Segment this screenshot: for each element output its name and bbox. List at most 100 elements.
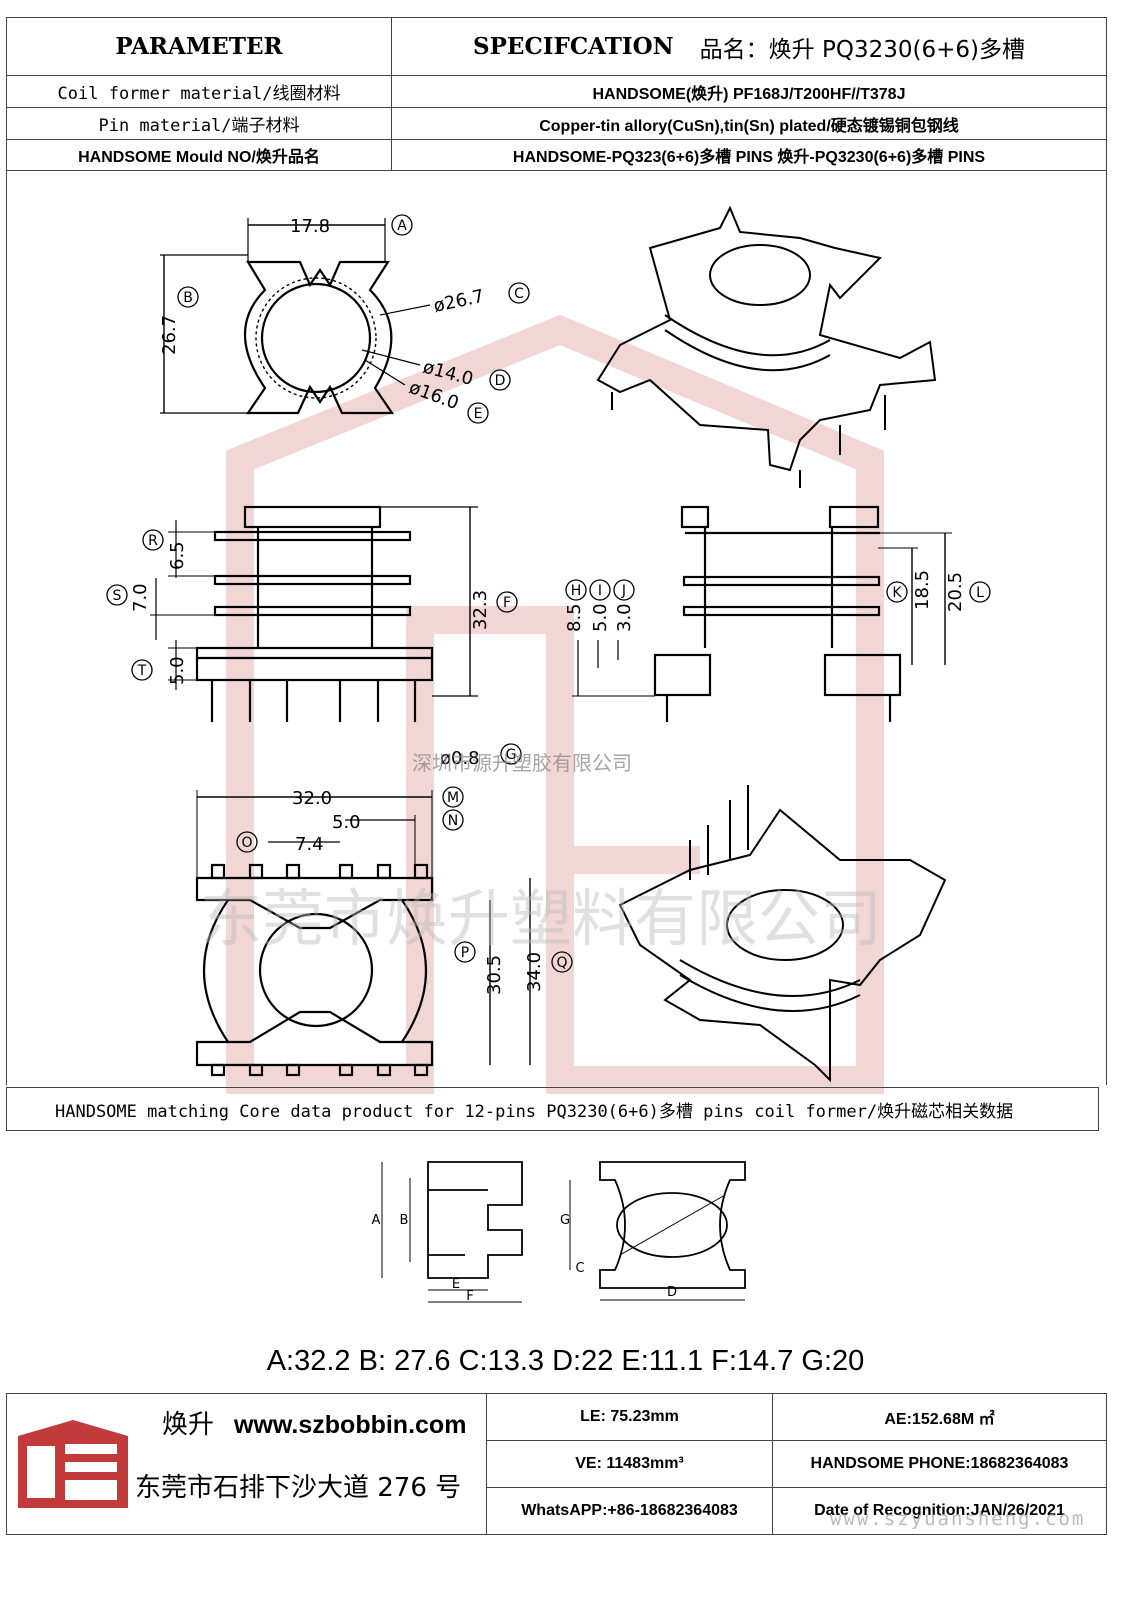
marker-a: A [391, 214, 413, 236]
product-name: 品名：焕升 PQ3230(6+6)多槽 [699, 36, 1025, 63]
brand-logo [13, 1416, 133, 1511]
svg-text:L: L [976, 585, 984, 601]
core-label-d: D [667, 1285, 677, 1300]
watermark-logo-shape [226, 314, 884, 1094]
dim-phi-26-7: ø26.7 [432, 286, 486, 317]
marker-e: E [467, 402, 489, 424]
svg-text:P: P [461, 945, 469, 961]
phone-value: HANDSOME PHONE:18682364083 [810, 1455, 1069, 1472]
watermark-url: www.szyuansheng.com [830, 1508, 1086, 1530]
svg-text:T: T [137, 663, 147, 679]
footer-table: 焕升 www.szbobbin.com 东莞市石排下沙大道 276 号 LE: … [6, 1393, 1107, 1535]
watermark-large-text: 东莞市焕升塑料有限公司 [200, 882, 882, 955]
core-label-e: E [452, 1277, 460, 1292]
svg-text:E: E [474, 406, 483, 422]
dim-5-0-bottom: 5.0 [332, 812, 361, 833]
marker-n: N [442, 809, 464, 831]
core-label-a: A [372, 1213, 381, 1228]
brand-name: 焕升 [162, 1410, 215, 1440]
marker-p: P [454, 941, 476, 963]
core-label-c: C [575, 1261, 584, 1276]
dim-6-5: 6.5 [167, 541, 188, 570]
marker-m: M [442, 786, 464, 808]
dim-18-5: 18.5 [912, 570, 933, 610]
dim-7-0: 7.0 [130, 583, 151, 612]
svg-text:G: G [506, 747, 517, 763]
isometric-view-top [596, 205, 937, 488]
mould-no-label: HANDSOME Mould NO/焕升品名 [78, 149, 320, 166]
marker-b: B [177, 286, 199, 308]
dim-17-8: 17.8 [290, 216, 330, 237]
marker-i: I [589, 579, 611, 601]
le-value: LE: 75.23mm [580, 1408, 679, 1425]
marker-j: J [613, 579, 635, 601]
marker-s: S [106, 584, 128, 606]
svg-text:C: C [514, 286, 524, 302]
core-dimensions: A:32.2 B: 27.6 C:13.3 D:22 E:11.1 F:14.7… [266, 1345, 865, 1377]
svg-text:I: I [598, 583, 602, 599]
core-label-b: B [400, 1213, 409, 1228]
dim-32-0: 32.0 [292, 788, 332, 809]
pin-material-label: Pin material/端子材料 [98, 116, 300, 136]
dim-5-0: 5.0 [167, 656, 188, 685]
svg-text:S: S [113, 588, 122, 604]
dim-8-5: 8.5 [564, 603, 585, 632]
marker-q: Q [551, 951, 573, 973]
dim-phi-0-8: ø0.8 [440, 748, 480, 769]
specification-heading-group: SPECIFCATION 品名：焕升 PQ3230(6+6)多槽 [392, 18, 1106, 75]
marker-h: H [565, 579, 587, 601]
svg-text:K: K [892, 585, 902, 601]
svg-text:B: B [183, 290, 193, 306]
specification-heading: SPECIFCATION [473, 33, 674, 60]
svg-text:R: R [148, 533, 158, 549]
bottom-view-outline [195, 863, 434, 1077]
svg-text:N: N [448, 813, 458, 829]
dim-34-0: 34.0 [524, 952, 545, 992]
dim-3-0: 3.0 [614, 603, 635, 632]
marker-c: C [508, 282, 530, 304]
svg-text:J: J [621, 583, 626, 599]
svg-text:A: A [397, 218, 407, 234]
svg-text:D: D [495, 373, 506, 389]
marker-d: D [489, 369, 511, 391]
marker-t: T [131, 659, 153, 681]
core-drawing: A B E F G C D [372, 1161, 746, 1304]
spec-header-table: PARAMETER SPECIFCATION 品名：焕升 PQ3230(6+6)… [6, 17, 1107, 171]
svg-text:O: O [241, 835, 252, 851]
dim-32-3: 32.3 [470, 590, 491, 630]
side-view-outline [653, 505, 902, 722]
svg-text:H: H [571, 583, 582, 599]
marker-r: R [142, 529, 164, 551]
svg-text:Q: Q [556, 955, 567, 971]
mould-no-value: HANDSOME-PQ323(6+6)多槽 PINS 焕升-PQ3230(6+6… [512, 149, 986, 166]
core-label-f: F [466, 1289, 473, 1304]
whatsapp-value: WhatsAPP:+86-18682364083 [521, 1502, 738, 1519]
top-view-outline [244, 260, 395, 415]
coil-former-material-label: Coil former material/线圈材料 [57, 84, 341, 104]
core-section-title: HANDSOME matching Core data product for … [6, 1087, 1099, 1131]
marker-o: O [236, 831, 258, 853]
core-label-g: G [560, 1213, 570, 1228]
coil-former-material-value: HANDSOME(焕升) PF168J/T200HF//T378J [592, 85, 906, 103]
parameter-heading: PARAMETER [115, 33, 283, 60]
drawing-frame [6, 169, 1107, 1085]
date-of-recognition: Date of Recognition:JAN/26/2021 [814, 1502, 1065, 1519]
dim-5-0-side: 5.0 [590, 603, 611, 632]
website-link[interactable]: www.szbobbin.com [234, 1411, 467, 1439]
marker-l: L [969, 581, 991, 603]
svg-text:F: F [503, 595, 511, 611]
marker-k: K [886, 581, 908, 603]
address: 东莞市石排下沙大道 276 号 [135, 1473, 462, 1503]
isometric-view-bottom [618, 785, 947, 1083]
ve-value: VE: 11483mm³ [575, 1455, 684, 1472]
brand-line: 焕升 www.szbobbin.com [162, 1404, 466, 1441]
watermark-small-text: 深圳市源升塑胶有限公司 [412, 751, 632, 775]
front-view-outline [195, 505, 434, 722]
dim-20-5: 20.5 [945, 572, 966, 612]
dim-30-5: 30.5 [484, 955, 505, 995]
marker-f: F [496, 591, 518, 613]
pin-material-value: Copper-tin allory(CuSn),tin(Sn) plated/硬… [539, 117, 959, 135]
dim-7-4: 7.4 [295, 834, 324, 855]
marker-g: G [500, 743, 522, 765]
